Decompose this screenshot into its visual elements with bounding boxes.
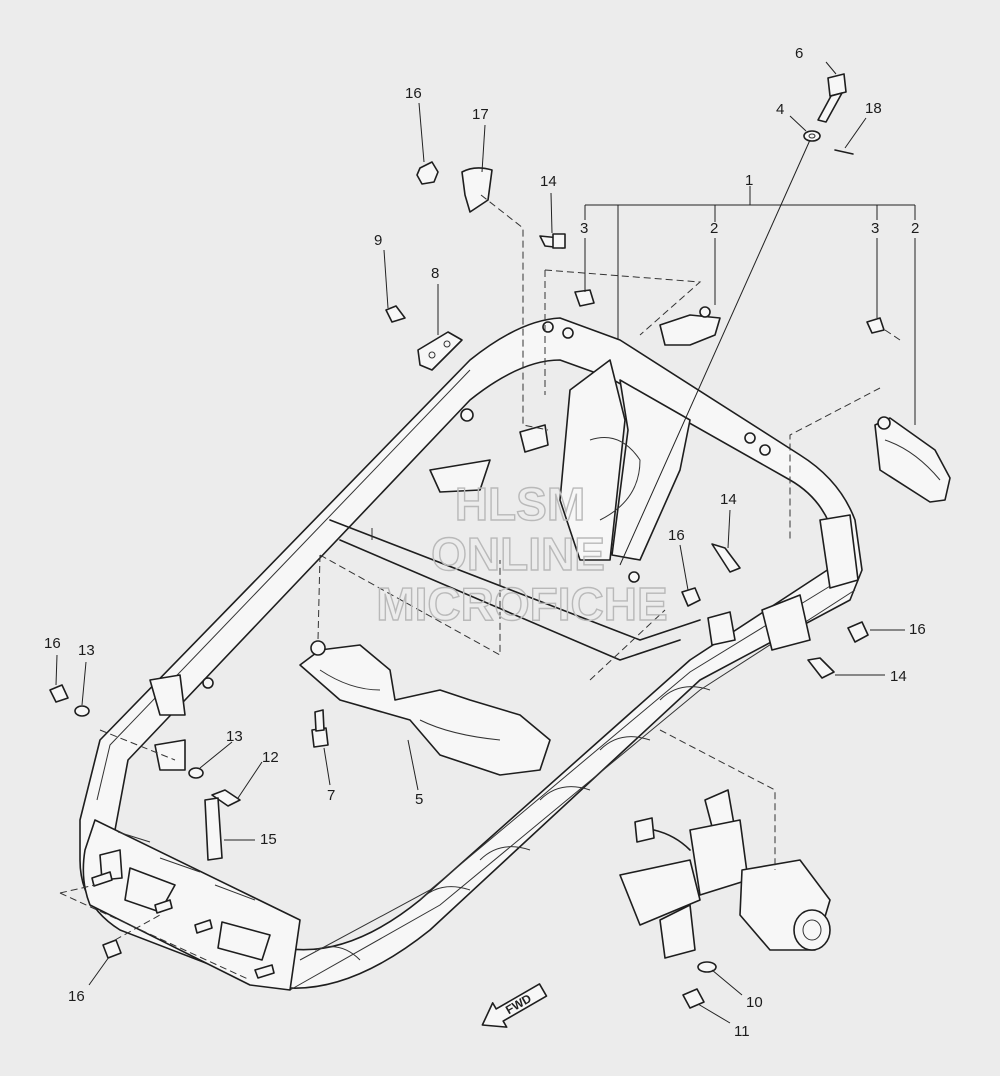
callout-12: 12 [262,749,279,766]
callout-14: 14 [890,668,907,685]
washer-part-13-left [74,705,90,717]
bolt-part-14-top [539,233,566,249]
watermark-line-2: ONLINE [431,528,605,580]
callout-18: 18 [865,100,882,117]
washer-part-4 [803,130,821,142]
nut-part-16-left [49,684,69,703]
callout-15: 15 [260,831,277,848]
callout-2: 2 [911,220,919,237]
clamp-part-17 [461,167,493,213]
callout-labels: 1 2 2 3 3 4 5 6 7 8 9 10 11 12 13 13 14 … [44,45,926,1040]
bolt-part-7 [311,709,329,748]
callout-10: 10 [746,994,763,1011]
callout-16: 16 [405,85,422,102]
callout-1: 1 [745,172,753,189]
watermark: HLSM ONLINE MICROFICHE [376,477,669,630]
callout-14: 14 [540,173,557,190]
callout-6: 6 [795,45,803,62]
cap-part-3-right [866,317,885,334]
leader-lines [55,61,916,1024]
bolt-part-14-lower-right [807,657,835,679]
callout-4: 4 [776,101,784,118]
bolt-part-14-right [711,543,741,573]
studs-front-plate [91,871,275,979]
callout-3: 3 [580,220,588,237]
callout-7: 7 [327,787,335,804]
nut-part-11 [682,988,705,1009]
nut-part-16-right [847,621,869,643]
callout-16: 16 [44,635,61,652]
seat-bracket-part-2-left [659,306,721,346]
callout-16: 16 [668,527,685,544]
watermark-line-3: MICROFICHE [376,578,667,630]
callout-9: 9 [374,232,382,249]
bracket-part-15 [204,797,223,861]
cotter-pin-part-18 [834,149,854,155]
callout-5: 5 [415,791,423,808]
washer-part-10 [697,961,717,973]
callout-13: 13 [78,642,95,659]
skid-plate-part-5 [299,640,551,776]
forward-arrow-icon: FWD [481,983,548,1028]
cap-part-3-left [574,289,595,307]
bolt-part-9 [385,305,406,323]
plate-part-8 [417,331,463,371]
nut-part-16-bottom [102,939,122,959]
seat-bracket-part-2 [874,416,951,503]
callout-16: 16 [909,621,926,638]
main-frame [79,317,863,991]
nut-part-16-right-mid [681,587,701,607]
steering-motor-assembly [619,789,831,959]
bolt-part-6 [817,73,847,123]
callout-2: 2 [710,220,718,237]
callout-13: 13 [226,728,243,745]
callout-11: 11 [734,1023,750,1040]
callout-14: 14 [720,491,737,508]
bolt-part-12 [211,789,241,807]
washer-part-13 [188,767,204,779]
callout-3: 3 [871,220,879,237]
callout-17: 17 [472,106,489,123]
callout-16: 16 [68,988,85,1005]
nut-part-16-top [416,161,439,185]
watermark-line-1: HLSM [455,478,585,530]
callout-8: 8 [431,265,439,282]
